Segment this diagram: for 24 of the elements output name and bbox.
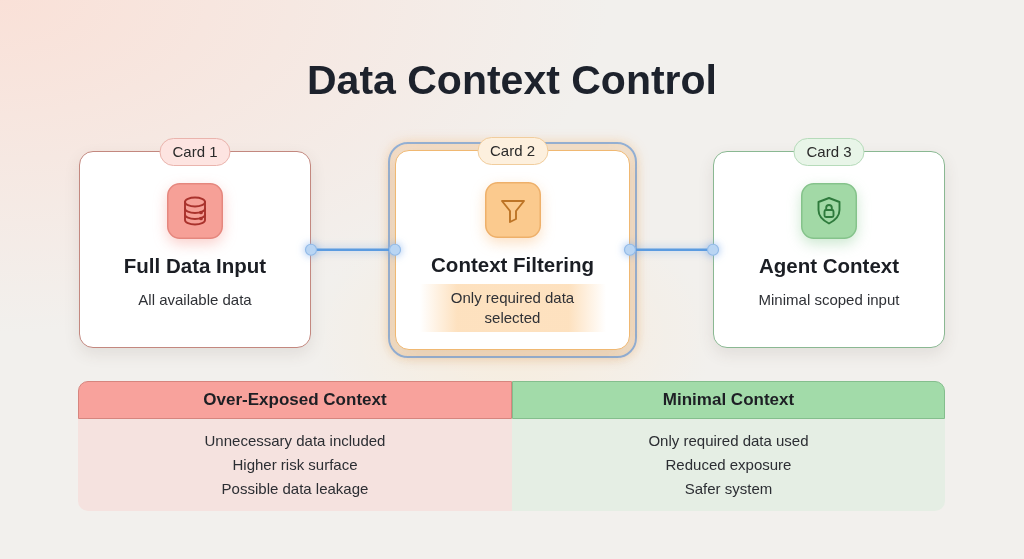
card-tab-label: Card 2 xyxy=(477,137,548,165)
card-title: Context Filtering xyxy=(431,253,594,277)
list-item: Possible data leakage xyxy=(221,479,369,499)
card-tab-label: Card 1 xyxy=(159,138,231,166)
list-item: Safer system xyxy=(684,479,773,499)
card-description: Only required data selected xyxy=(419,284,606,332)
column-heading: Minimal Context xyxy=(662,390,795,410)
connector-line xyxy=(623,243,720,256)
card-tab-label: Card 3 xyxy=(793,138,865,166)
column-heading: Over-Exposed Context xyxy=(203,390,387,410)
list-item: Unnecessary data included xyxy=(204,431,386,451)
column-header-band xyxy=(78,381,512,419)
column-panel xyxy=(78,419,512,511)
card-description: Minimal scoped input xyxy=(758,291,900,309)
card-title: Agent Context xyxy=(758,254,900,278)
column-panel xyxy=(512,419,945,511)
column-header-band xyxy=(512,381,945,419)
list-item: Only required data used xyxy=(648,431,809,451)
list-item: Reduced exposure xyxy=(665,455,792,475)
diagram-title: Data Context Control xyxy=(307,56,717,104)
card-title: Full Data Input xyxy=(123,254,267,278)
list-item: Higher risk surface xyxy=(232,455,358,475)
connector-line xyxy=(304,243,402,256)
card-description: All available data xyxy=(138,291,252,309)
